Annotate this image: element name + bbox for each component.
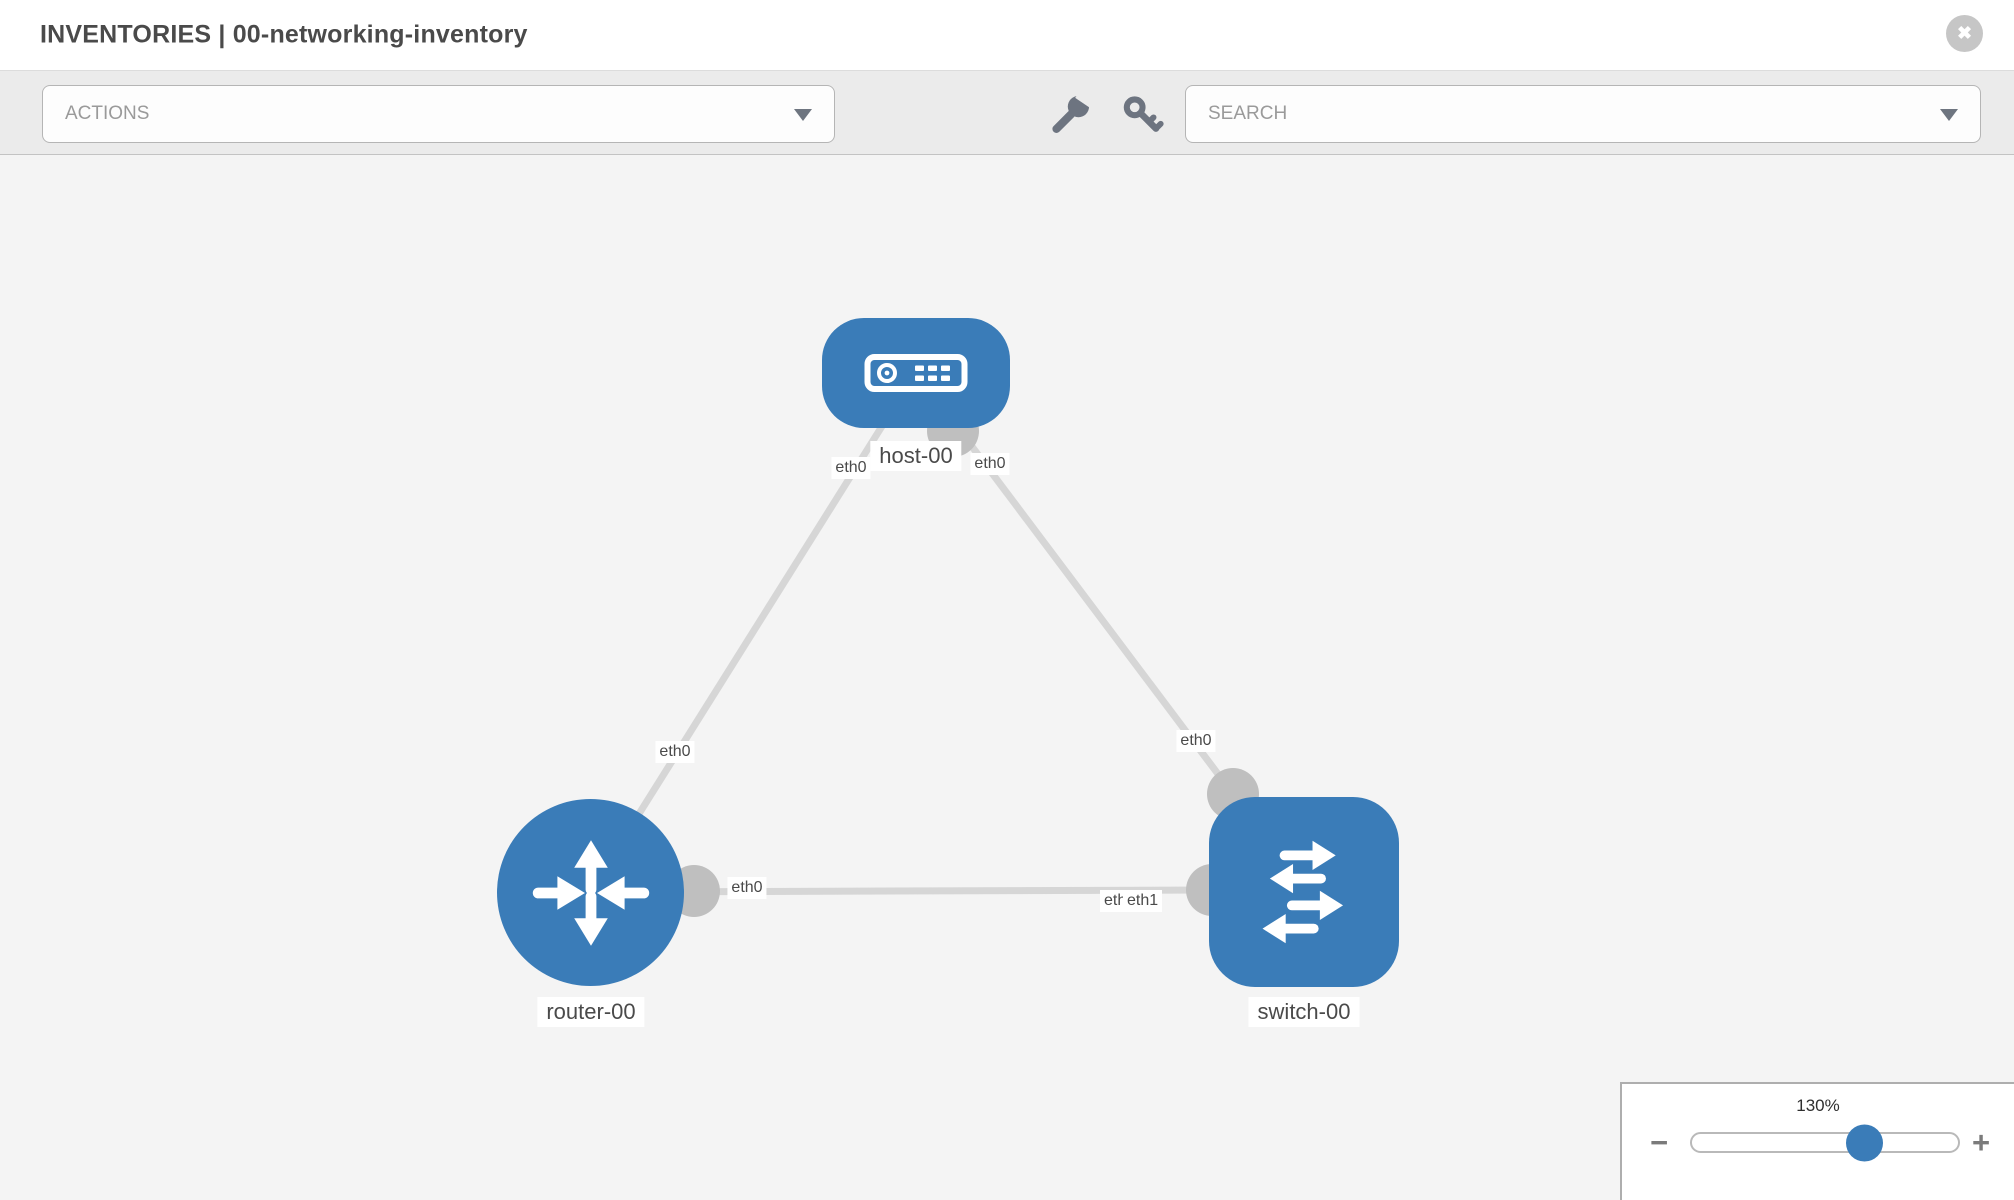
zoom-slider-thumb[interactable]	[1846, 1124, 1883, 1161]
zoom-level-value: 130%	[1796, 1096, 1840, 1115]
iface-label-router-eth0: eth0	[727, 877, 767, 899]
chevron-down-icon	[794, 109, 812, 121]
zoom-in-button[interactable]: +	[1972, 1125, 1991, 1160]
node-label-router: router-00	[537, 997, 645, 1027]
topology-links-layer	[587, 369, 1259, 917]
search-placeholder: SEARCH	[1208, 103, 1288, 124]
topology-canvas[interactable]: host-00 router-00 switch-00 eth0 eth0 et…	[0, 155, 2014, 1200]
node-label-host: host-00	[870, 441, 962, 471]
toolbar: ACTIONS SEARCH	[0, 71, 2014, 155]
zoom-slider-track[interactable]	[1690, 1124, 1960, 1161]
search-input[interactable]: SEARCH	[1185, 85, 1981, 143]
iface-label-host-eth0-right: eth0	[970, 453, 1010, 475]
node-switch-00[interactable]	[1209, 797, 1399, 987]
host-icon	[864, 354, 968, 392]
node-host-00[interactable]	[822, 318, 1010, 428]
zoom-panel: 130% − +	[1620, 1082, 2014, 1200]
close-icon: ✖	[1956, 23, 1973, 43]
close-button[interactable]: ✖	[1946, 15, 1983, 52]
page-title: INVENTORIES | 00-networking-inventory	[40, 20, 528, 49]
iface-label-host-eth0-left: eth0	[831, 457, 871, 479]
iface-label-switch-link-eth0: eth0	[1176, 730, 1216, 752]
zoom-out-button[interactable]: −	[1650, 1125, 1669, 1160]
node-label-switch: switch-00	[1248, 997, 1360, 1027]
router-icon	[532, 839, 649, 946]
chevron-down-icon	[1940, 109, 1958, 121]
node-router-00[interactable]	[497, 799, 684, 986]
actions-dropdown-label: ACTIONS	[65, 103, 150, 124]
actions-dropdown[interactable]: ACTIONS	[42, 85, 835, 143]
header: INVENTORIES | 00-networking-inventory ✖	[0, 0, 2014, 71]
iface-label-router-link-eth0: eth0	[655, 741, 695, 763]
switch-icon	[1262, 840, 1344, 944]
iface-label-switch-eth1: eth1	[1123, 890, 1163, 912]
wrench-icon[interactable]	[1048, 93, 1092, 137]
key-icon[interactable]	[1120, 93, 1164, 137]
